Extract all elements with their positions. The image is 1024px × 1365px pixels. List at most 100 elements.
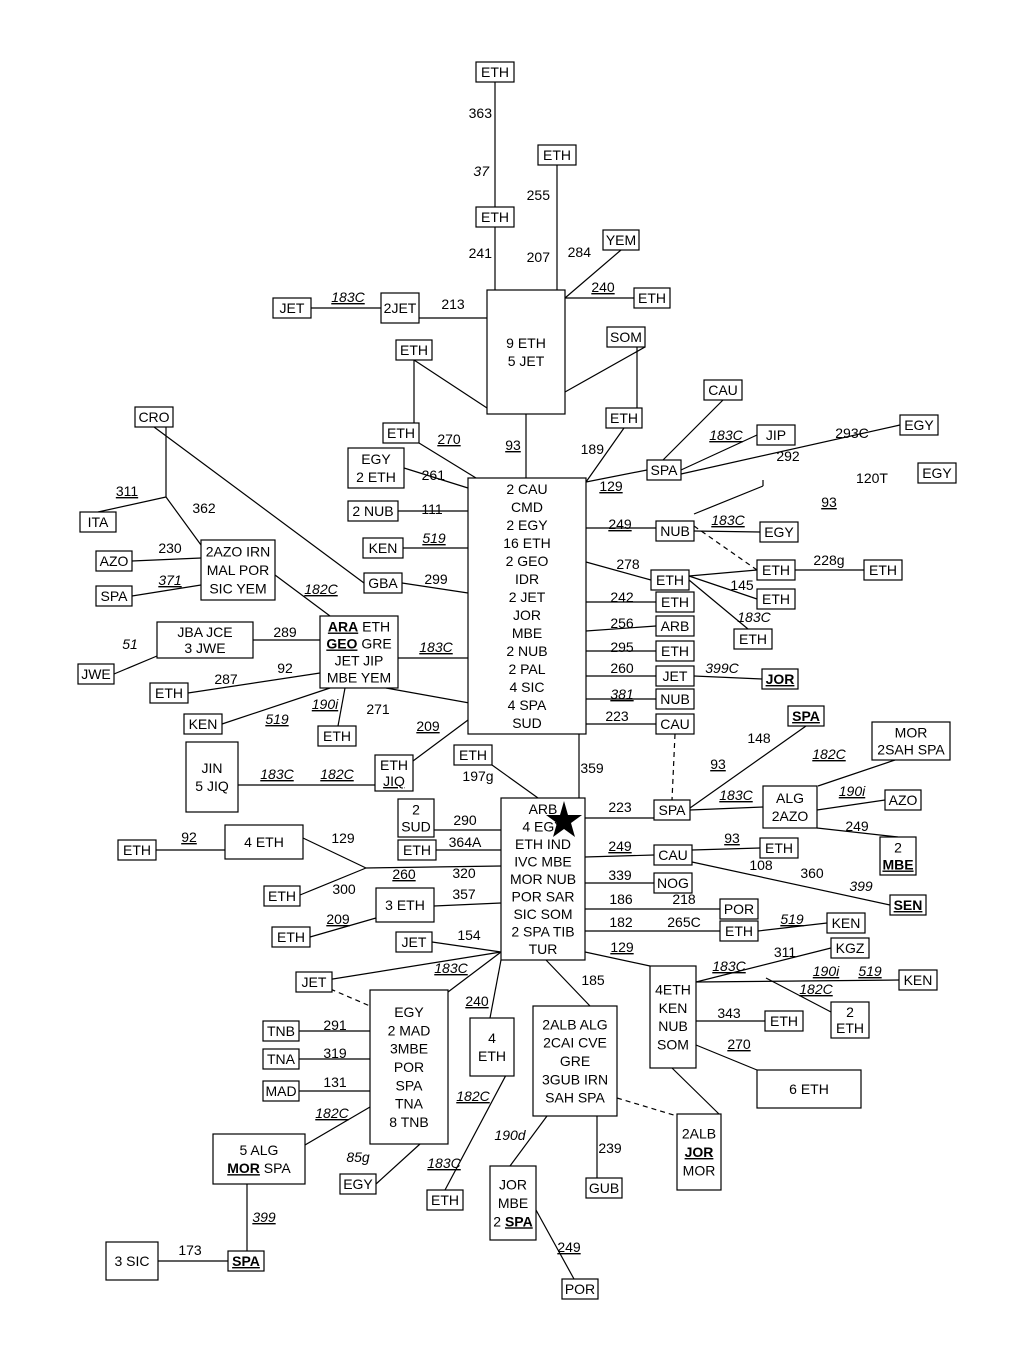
node-spa-399: SPA [227, 1250, 265, 1272]
node-label: NUB [660, 523, 690, 539]
edge-line [680, 434, 758, 471]
node-label: JOR [499, 1177, 527, 1193]
edge-label: 183C [419, 639, 453, 655]
node-eth-top: ETH [475, 61, 515, 83]
edge-line [274, 574, 331, 617]
node-label: 2CAI CVE [543, 1035, 607, 1051]
edge-label: 300 [332, 881, 356, 897]
node-label: EGY [904, 417, 934, 433]
node-label: YEM [606, 232, 636, 248]
edge-label: 154 [457, 927, 481, 943]
edge-label: 218 [672, 891, 696, 907]
node-label: ETH [277, 929, 305, 945]
edge-line [817, 759, 896, 787]
edge-label: 291 [323, 1017, 347, 1033]
node-label: ETH [380, 757, 408, 773]
edge-label: 207 [527, 249, 551, 265]
edge-label: 182C [304, 581, 338, 597]
node-label: 2 PAL [508, 661, 545, 677]
node-label: SPA [792, 708, 820, 724]
node-label: SPA [101, 588, 129, 604]
node-label: 2 [894, 840, 902, 856]
node-ita: ITA [79, 511, 117, 533]
edge-label: 260 [392, 866, 416, 882]
edge-line [444, 1059, 515, 1191]
edge-label: 249 [608, 838, 632, 854]
edge-label: 519 [422, 530, 446, 546]
edge-line [113, 655, 158, 675]
edge-label: 319 [323, 1045, 347, 1061]
node-label: 3 SIC [114, 1253, 149, 1269]
node-eth-240: ETH [633, 287, 671, 309]
node-label: SAH SPA [545, 1090, 605, 1106]
node-ken-265: KEN [826, 912, 866, 934]
node-nog: NOG [653, 872, 693, 894]
edge-label: 289 [273, 624, 297, 640]
node-label: JOR [766, 671, 795, 687]
node-label: AZO [100, 553, 129, 569]
edge-line [447, 951, 502, 993]
node-label: 4 EGY [522, 818, 564, 834]
edge-label: 260 [610, 660, 634, 676]
node-label: 2 [846, 1004, 854, 1020]
node-azo-r: AZO [884, 789, 922, 811]
edge-line [688, 575, 758, 600]
node-label: CAU [658, 847, 688, 863]
edge-label: 183C [719, 787, 753, 803]
edge-label: 209 [416, 718, 440, 734]
edge-label: 213 [441, 296, 465, 312]
node-label: 2ALB ALG [542, 1016, 607, 1032]
node-azo-l: AZO [95, 550, 133, 572]
node-nub2: 2 NUB [347, 500, 399, 522]
node-label: NUB [658, 1018, 688, 1034]
edge-label: 284 [568, 244, 592, 260]
edge-label: 183C [427, 1155, 461, 1171]
edge-label: 371 [158, 572, 181, 588]
edge-line [693, 530, 761, 533]
edge-line [691, 861, 891, 906]
node-cau-223: CAU [655, 713, 695, 735]
edge-label: 51 [122, 636, 138, 652]
node-label: 2 EGY [506, 517, 548, 533]
node-label: SIC YEM [209, 580, 266, 596]
node-arb: ARB [655, 615, 695, 637]
edge-label: 129 [599, 478, 623, 494]
edge-label: 292 [776, 448, 800, 464]
edge-line [535, 1209, 575, 1280]
node-tna: TNA [262, 1048, 300, 1070]
edge-line [585, 469, 648, 483]
node-label: 4ETH [655, 982, 691, 998]
node-ken-519: KEN [183, 713, 223, 735]
edge-label: 182C [812, 746, 846, 762]
node-yem: YEM [602, 229, 640, 251]
node-label: ITA [88, 514, 109, 530]
node-label: ETH [661, 594, 689, 610]
edge-line [693, 525, 758, 571]
edge-line [688, 569, 758, 577]
node-label: 2 CAU [506, 481, 547, 497]
node-label: 8 TNB [389, 1114, 428, 1130]
node-eth-265: ETH [719, 920, 759, 942]
edge-label: 131 [323, 1074, 347, 1090]
node-label: 5 JIQ [195, 778, 229, 794]
node-label: SPA [232, 1253, 260, 1269]
node-label: 9 ETH [506, 335, 546, 351]
node-label: JBA JCE [177, 624, 232, 640]
node-label: SEN [894, 897, 923, 913]
node-eth-l1: ETH [395, 339, 433, 361]
node-label: ETH [661, 643, 689, 659]
node-label: MBE YEM [327, 670, 391, 686]
node-label: ETH [610, 410, 638, 426]
node-eth-364: ETH [397, 839, 437, 861]
node-sen: SEN [889, 894, 927, 916]
edge-line [302, 837, 367, 869]
edge-label: 249 [557, 1239, 581, 1255]
edge-label: 311 [116, 483, 139, 499]
node-label: MOR NUB [510, 871, 576, 887]
edge-label: 186 [609, 891, 633, 907]
